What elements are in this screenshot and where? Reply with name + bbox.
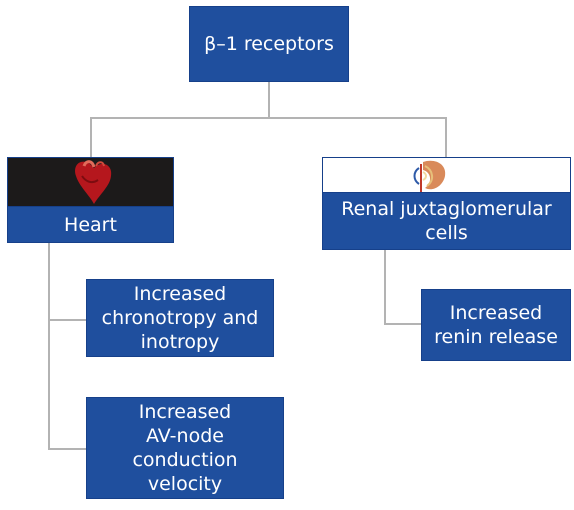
- connector-root-down: [268, 82, 270, 118]
- connector-to-av-node: [48, 448, 86, 450]
- connector-renal-trunk: [384, 250, 386, 325]
- effect-line: Increased: [449, 302, 543, 324]
- heart-label: Heart: [64, 213, 117, 236]
- effect-renin-release: Increased renin release: [421, 289, 571, 361]
- effect-line: Increased: [138, 401, 232, 423]
- heart-node: Heart: [7, 206, 174, 243]
- root-node-beta1-receptors: β–1 receptors: [189, 6, 349, 82]
- connector-heart-trunk: [48, 243, 50, 450]
- effect-line: AV-node: [146, 425, 224, 447]
- renal-juxtaglomerular-node: Renal juxtaglomerular cells: [322, 192, 571, 250]
- renal-label-line1: Renal juxtaglomerular: [341, 198, 552, 220]
- effect-line: conduction: [132, 449, 238, 471]
- effect-line: Increased: [133, 283, 227, 305]
- effect-line: chronotropy and: [101, 307, 259, 329]
- effect-line: renin release: [434, 326, 558, 348]
- effect-chronotropy-inotropy: Increased chronotropy and inotropy: [86, 279, 274, 357]
- connector-to-chronotropy: [48, 319, 86, 321]
- effect-av-node-conduction: Increased AV-node conduction velocity: [86, 397, 284, 499]
- renal-label-line2: cells: [425, 222, 468, 244]
- heart-illustration-icon: [7, 157, 174, 207]
- connector-to-renal: [445, 117, 447, 157]
- connector-to-renin: [384, 323, 421, 325]
- effect-line: inotropy: [140, 331, 220, 353]
- connector-horizontal: [90, 117, 447, 119]
- root-label: β–1 receptors: [204, 33, 334, 55]
- connector-to-heart: [90, 117, 92, 157]
- kidney-illustration-icon: [322, 157, 571, 193]
- effect-line: velocity: [147, 473, 223, 495]
